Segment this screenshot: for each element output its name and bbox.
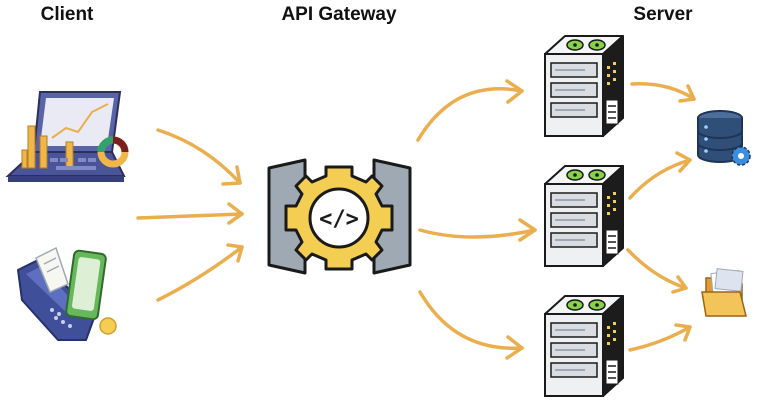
arrow-client-1 xyxy=(156,128,242,185)
arrow-head xyxy=(675,151,692,173)
arrow-head xyxy=(505,335,524,360)
arrow-head xyxy=(227,202,244,225)
arrow-head xyxy=(674,323,692,342)
arrow-head xyxy=(678,84,696,103)
server-rack-icon xyxy=(544,295,624,397)
arrow-client-2 xyxy=(136,212,244,220)
arrow-server-3 xyxy=(626,248,688,290)
arrow-server-1 xyxy=(630,82,696,101)
laptop-analytics-icon xyxy=(5,91,129,182)
arrow-head xyxy=(505,79,524,104)
arrow-server-4 xyxy=(628,325,692,352)
client-title: Client xyxy=(40,4,94,25)
arrow-gateway-2 xyxy=(418,228,537,239)
server-rack-icon xyxy=(544,165,624,267)
file-folder-icon xyxy=(701,268,747,317)
arrow-head xyxy=(671,275,688,294)
arrow-head xyxy=(518,218,537,242)
arrow-head xyxy=(221,165,242,186)
arrow-client-3 xyxy=(156,245,244,302)
payment-terminal-icon xyxy=(17,246,117,341)
api-gateway-icon: </> xyxy=(267,158,412,275)
arrow-head xyxy=(226,243,244,263)
arrow-gateway-3 xyxy=(418,290,524,350)
arrow-gateway-1 xyxy=(416,87,524,142)
api-gateway-title: API Gateway xyxy=(281,4,397,25)
server-rack-icon xyxy=(544,35,624,137)
server-title: Server xyxy=(633,4,693,25)
database-settings-icon xyxy=(697,110,751,166)
arrow-server-2 xyxy=(628,158,692,200)
code-symbol: </> xyxy=(319,207,359,232)
